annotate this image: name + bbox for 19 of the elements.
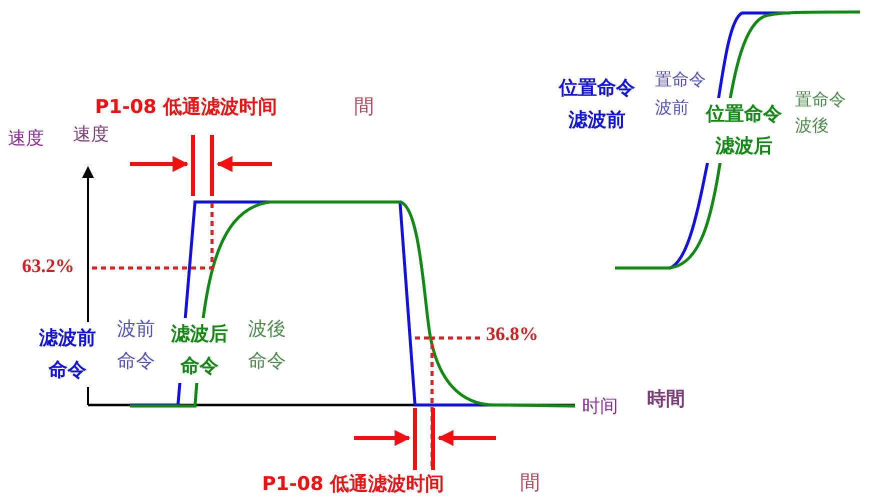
axis-label: 速度 <box>8 128 44 150</box>
axis-label: 时间 <box>582 396 618 418</box>
percentage-label: 36.8% <box>486 324 538 347</box>
curve-label: 滤波后命令 <box>168 318 231 383</box>
text-fragment: 命令 <box>248 350 286 373</box>
text-fragment: 時間 <box>647 388 685 411</box>
dimension-label: P1-08 低通滤波时间 <box>95 96 278 119</box>
text-fragment: 置命令 <box>795 90 846 110</box>
text-fragment: 速度 <box>73 124 109 146</box>
curve-label: 位置命令滤波后 <box>703 98 785 163</box>
text-fragment: 波後 <box>795 116 829 136</box>
dimension-label: P1-08 低通滤波时间 <box>262 473 444 496</box>
text-fragment: 間 <box>520 470 540 494</box>
curve-label: 滤波前命令 <box>36 322 99 387</box>
text-fragment: 置命令 <box>655 70 706 90</box>
text-fragment: 間 <box>354 94 374 118</box>
percentage-label: 63.2% <box>22 256 74 279</box>
text-fragment: 波前 <box>655 98 689 118</box>
text-fragment: 命令 <box>117 350 155 373</box>
